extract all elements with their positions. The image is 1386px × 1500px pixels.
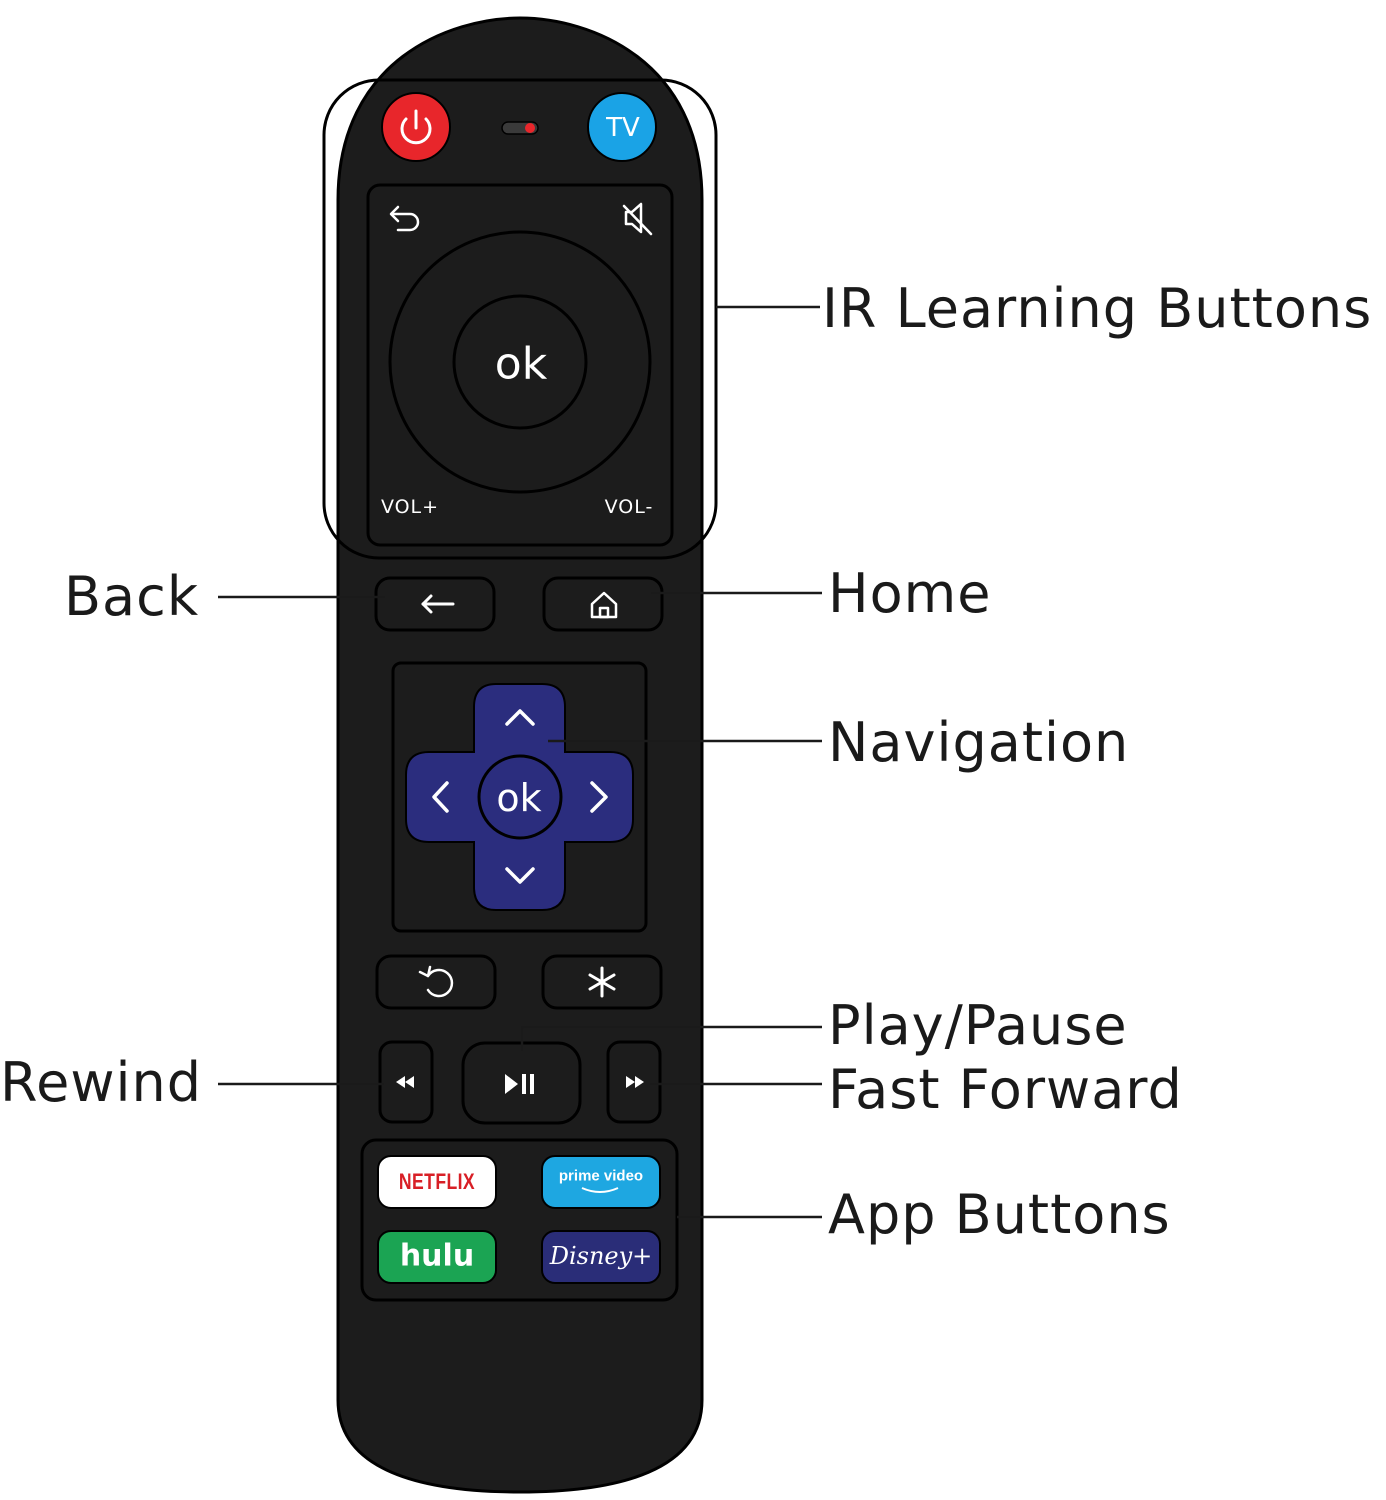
callout-back: Back [64,565,200,628]
play-pause-line [520,1025,822,1051]
dpad-ok-button[interactable] [477,754,563,840]
vol-down-label: VOL- [604,496,654,518]
callout-app-buttons: App Buttons [828,1183,1171,1246]
fast-forward-icon [626,1076,644,1088]
mute-icon [622,202,653,236]
power-icon [400,109,432,145]
asterisk-icon [588,966,616,998]
disney-plus-logo: Disney+ [549,1242,653,1270]
replay-button[interactable] [375,954,497,1010]
ok-button[interactable] [452,294,588,430]
return-button[interactable] [389,205,420,232]
ok-button-label: ok [494,338,548,390]
rewind-icon [396,1076,414,1088]
replay-icon [418,965,454,998]
callout-lines [218,305,822,1219]
chevron-down-icon[interactable] [505,867,535,884]
chevron-right-icon[interactable] [590,781,608,813]
netflix-button[interactable] [377,1155,497,1209]
tv-button-label: TV [606,113,640,143]
vol-up-label: VOL+ [380,496,440,518]
prime-video-logo: prime video [558,1167,644,1185]
chevron-up-icon[interactable] [505,709,535,726]
tv-button[interactable] [587,92,657,162]
ir-learning-outline [322,78,718,560]
play-pause-button[interactable] [461,1041,582,1125]
chevron-left-icon[interactable] [432,781,449,813]
callout-ir-learning: IR Learning Buttons [822,277,1373,340]
return-icon [389,205,420,232]
netflix-logo: NETFLIX [398,1169,476,1194]
prime-video-button[interactable] [541,1155,661,1209]
home-button[interactable] [542,576,664,632]
play-pause-icon [505,1074,534,1094]
power-button[interactable] [381,92,451,162]
callout-navigation: Navigation [828,711,1130,774]
home-icon [590,591,618,619]
callout-home: Home [828,562,992,625]
mute-button[interactable] [622,202,653,236]
hulu-button[interactable] [377,1230,497,1284]
callout-fast-forward: Fast Forward [828,1058,1183,1121]
dpad-ok-label: ok [496,776,542,820]
callout-play-pause: Play/Pause [828,994,1128,1057]
callout-rewind: Rewind [0,1051,202,1114]
disney-plus-button[interactable] [541,1230,661,1284]
led-indicator [501,121,539,135]
back-arrow-icon [421,594,455,614]
hulu-logo: hulu [399,1238,475,1274]
prime-smile-icon [581,1187,619,1193]
